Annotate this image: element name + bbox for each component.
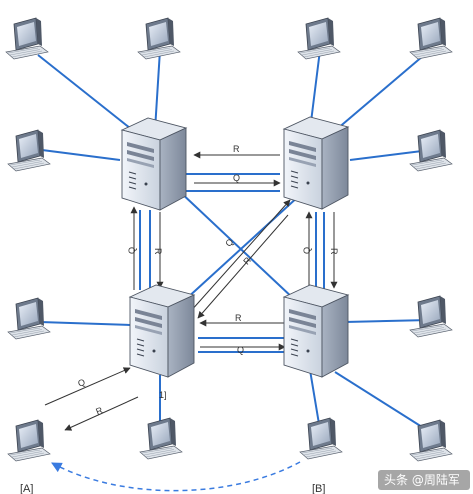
computer-icon — [299, 417, 343, 460]
computer-icon — [409, 17, 453, 60]
link-s4-pc11 — [334, 371, 431, 433]
label-q-top: Q — [233, 173, 240, 183]
label-r-client: R — [94, 405, 104, 417]
computer-icon — [137, 17, 181, 60]
watermark-text: 头条 @周陆军 — [384, 472, 460, 487]
message-arrows — [44, 151, 338, 431]
link-s1-pc1 — [37, 54, 146, 141]
link-s2-pc5 — [329, 49, 431, 136]
computer-icon — [7, 419, 51, 462]
link-s4-pc10 — [309, 369, 321, 431]
label-r-bottom: R — [235, 313, 242, 323]
label-q-diag: Q — [223, 237, 235, 249]
link-s2-pc4 — [309, 49, 321, 131]
label-r-left: R — [153, 248, 163, 255]
arrow-q-a-s3 — [44, 367, 131, 406]
node-id-label: 1] — [159, 390, 167, 400]
link-s1-s4 — [177, 189, 296, 301]
link-s2-s3 — [184, 194, 301, 301]
network-links — [37, 49, 431, 433]
label-q-client: Q — [76, 377, 86, 389]
arrow-q-s3-s2 — [189, 199, 291, 313]
label-r-diag: R — [241, 255, 253, 267]
link-s3-pc7 — [39, 321, 131, 326]
server-icon — [283, 284, 349, 378]
server-icon — [129, 284, 195, 378]
label-q-right: Q — [302, 247, 312, 254]
computer-icon — [5, 17, 49, 60]
dashed-path-b-to-a — [51, 461, 301, 492]
arrow-r-s2-s3 — [197, 214, 289, 319]
server-icon — [283, 116, 349, 210]
computer-icon — [297, 17, 341, 60]
link-s2-pc6 — [349, 149, 431, 161]
server-icon — [121, 117, 187, 211]
link-s4-pc8 — [344, 319, 431, 323]
computer-icon — [409, 129, 453, 172]
link-s1-pc3 — [41, 149, 121, 161]
label-r-right: R — [329, 248, 339, 255]
label-q-left: Q — [127, 247, 137, 254]
link-s1-pc2 — [154, 49, 161, 131]
computer-icon — [7, 297, 51, 340]
label-q-bottom: Q — [237, 345, 244, 355]
computer-icon — [409, 295, 453, 338]
computer-icon — [409, 419, 453, 462]
computer-icon — [139, 417, 183, 460]
client-b-label: [B] — [312, 483, 325, 494]
arrow-labels: R Q Q R Q R Q R R Q Q R — [76, 144, 339, 417]
arrow-r-s3-a — [64, 396, 139, 431]
label-r-top: R — [233, 144, 240, 154]
client-a-label: [A] — [20, 483, 33, 494]
watermark: 头条 @周陆军 — [378, 470, 470, 490]
